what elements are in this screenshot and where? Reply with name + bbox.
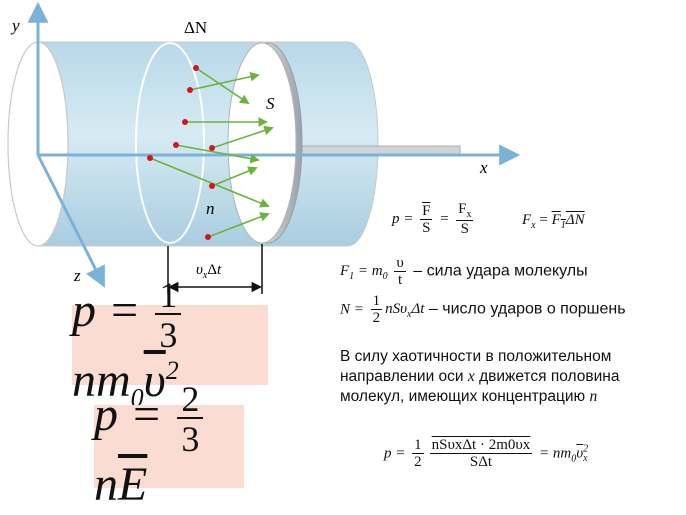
piston-face <box>227 42 297 244</box>
explanation-line-3: молекул, имеющих концентрацию n <box>340 388 598 405</box>
explanation-line-2: направлении оси x движется половина <box>340 368 620 385</box>
z-axis <box>36 154 105 288</box>
z-axis-label: z <box>74 266 81 285</box>
velocity-arrow <box>149 157 270 208</box>
velocity-arrow <box>207 212 270 238</box>
velocity-arrow <box>175 144 260 164</box>
velocity-arrow <box>211 125 274 149</box>
delta-n-label: ΔN <box>184 18 208 37</box>
explanation-line-1: В силу хаотичности в положительном <box>340 348 612 365</box>
slice-ellipse <box>135 42 205 244</box>
molecule <box>193 65 199 71</box>
molecule <box>209 183 215 189</box>
x-axis-label: x <box>480 158 488 177</box>
velocity-arrow <box>211 166 258 187</box>
force-x-definition: Fx = F1ΔN <box>522 212 585 231</box>
width-label: υxΔt <box>196 262 222 281</box>
velocity-arrow <box>189 71 260 91</box>
molecule <box>187 87 193 93</box>
y-axis-label: y <box>12 16 20 35</box>
velocity-arrow <box>195 67 250 105</box>
molecule <box>209 145 215 151</box>
molecule <box>173 142 179 148</box>
molecule <box>182 119 188 125</box>
concentration-label: n <box>206 199 215 218</box>
molecule <box>147 155 153 161</box>
molecule <box>205 234 211 240</box>
piston-area-label: S <box>266 94 275 113</box>
